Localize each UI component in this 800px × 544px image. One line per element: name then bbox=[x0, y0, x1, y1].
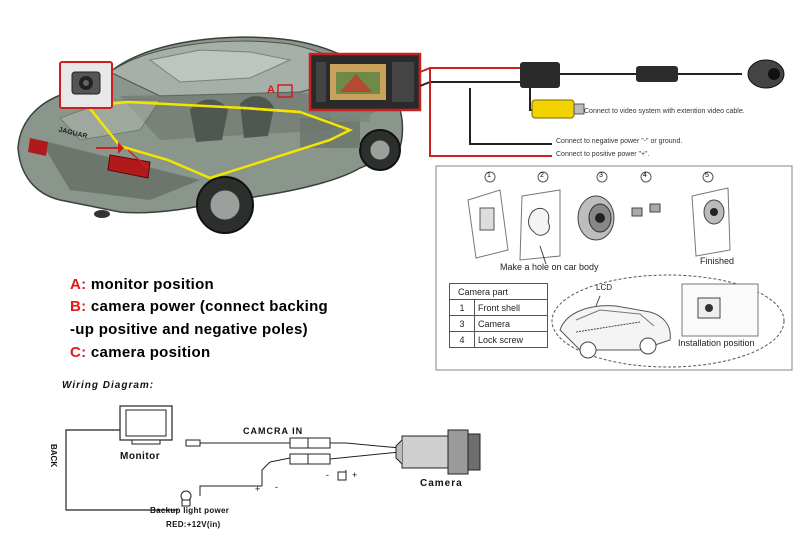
minus-sign-2: - bbox=[326, 470, 329, 480]
camera-label: Camera bbox=[420, 478, 463, 489]
camera-parts-table: Camera part 1 Front shell 3 Camera 4 Loc… bbox=[449, 283, 548, 348]
legend-a: A: monitor position bbox=[70, 276, 214, 293]
legend-b-key: B: bbox=[70, 298, 86, 315]
back-wire bbox=[66, 430, 178, 510]
red-12v-label: RED:+12V(in) bbox=[166, 520, 221, 529]
wiring-camera bbox=[396, 430, 480, 474]
hole-caption: Make a hole on car body bbox=[500, 262, 599, 272]
negative-power-label: Connect to negative power "-" or ground. bbox=[556, 138, 682, 145]
positive-power-label: Connect to positive power "+". bbox=[556, 151, 650, 158]
monitor-marker-label: A bbox=[267, 84, 275, 96]
step3-drawing bbox=[578, 196, 614, 240]
wiring-diagram-title: Wiring Diagram: bbox=[62, 380, 154, 391]
step-3-number: 3 bbox=[599, 172, 603, 179]
part-number: 1 bbox=[450, 300, 475, 316]
step-1-number: 1 bbox=[487, 172, 491, 179]
legend-b: B: camera power (connect backing bbox=[70, 298, 328, 315]
installation-position-label: Installation position bbox=[678, 338, 755, 348]
finished-caption: Finished bbox=[700, 256, 734, 266]
parts-table-header: Camera part bbox=[450, 284, 548, 300]
legend-a-text: monitor position bbox=[86, 276, 214, 293]
video-cable bbox=[186, 438, 400, 496]
legend-a-key: A: bbox=[70, 276, 86, 293]
legend-b-text: camera power (connect backing bbox=[86, 298, 328, 315]
step-4-number: 4 bbox=[643, 172, 647, 179]
plus-sign-1: + bbox=[255, 484, 260, 494]
table-row: 1 Front shell bbox=[450, 300, 548, 316]
legend-c-text: camera position bbox=[86, 344, 210, 361]
monitor-label: Monitor bbox=[120, 451, 160, 462]
video-cable-label: Connect to video system with extention v… bbox=[584, 108, 745, 115]
backup-light-bulb bbox=[181, 491, 191, 506]
parts-table-header-row: Camera part bbox=[450, 284, 548, 300]
table-row: 4 Lock screw bbox=[450, 332, 548, 348]
lcd-label: LCD bbox=[596, 283, 612, 292]
minus-sign-1: - bbox=[275, 482, 278, 492]
part-label: Lock screw bbox=[475, 332, 548, 348]
back-label: BACK bbox=[49, 444, 58, 467]
part-number: 4 bbox=[450, 332, 475, 348]
camcra-in-label: CAMCRA IN bbox=[243, 426, 303, 436]
legend-c: C: camera position bbox=[70, 344, 210, 361]
part-label: Camera bbox=[475, 316, 548, 332]
table-row: 3 Camera bbox=[450, 316, 548, 332]
part-number: 3 bbox=[450, 316, 475, 332]
rca-yellow-connector bbox=[532, 100, 574, 118]
backup-light-power-label: Backup light power bbox=[150, 506, 229, 515]
step-2-number: 2 bbox=[540, 172, 544, 179]
part-label: Front shell bbox=[475, 300, 548, 316]
wiring-monitor bbox=[120, 406, 172, 444]
step-5-number: 5 bbox=[705, 172, 709, 179]
legend-b-continued: -up positive and negative poles) bbox=[70, 321, 308, 338]
plus-sign-2: + bbox=[352, 470, 357, 480]
legend-c-key: C: bbox=[70, 344, 86, 361]
